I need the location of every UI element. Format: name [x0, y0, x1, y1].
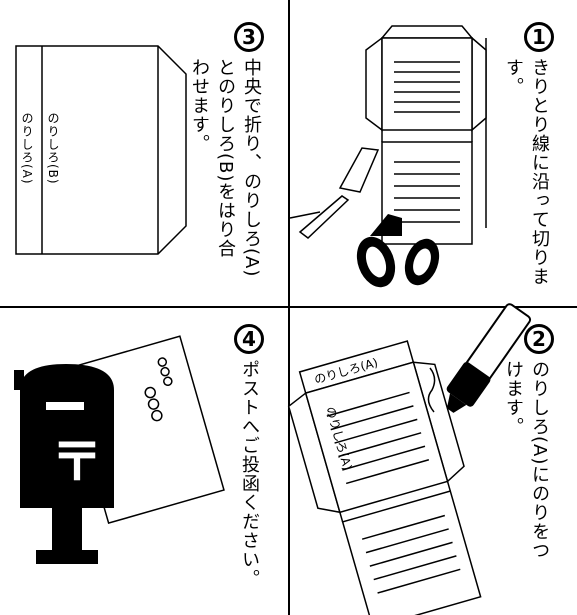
- step-1-line-2: す。: [503, 58, 524, 96]
- glue-label-b: のりしろ(B): [46, 112, 60, 185]
- step-3-number: 3: [234, 22, 264, 52]
- step-2-line-1: のりしろ(A)にのりをつ: [529, 360, 550, 561]
- step-3-panel: 3 中央で折り、のりしろ(A) とのりしろ(B)をはり合 わせます。 のりしろ(…: [0, 0, 288, 307]
- step-2-panel: 2 のりしろ(A)にのりをつ けます。 のりしろ(A): [287, 303, 577, 615]
- step-2-number: 2: [524, 324, 554, 354]
- step-4-number: 4: [234, 324, 264, 354]
- cutting-illustration: [289, 25, 487, 288]
- folded-card-illustration: [15, 45, 187, 255]
- step-4-panel: 4 ポストへご投函ください。 〒: [0, 308, 288, 615]
- step-1-line-1: きりとり線に沿って切りま: [529, 58, 550, 286]
- step-2-text: のりしろ(A)にのりをつ けます。: [500, 360, 552, 610]
- step-3-line-1: 中央で折り、のりしろ(A): [241, 58, 262, 278]
- gluing-illustration: のりしろ(A): [287, 303, 532, 615]
- step-1-panel: 1 きりとり線に沿って切りま す。: [289, 0, 577, 307]
- step-4-text: ポストへご投函ください。: [239, 360, 260, 588]
- glue-label-a: のりしろ(A): [20, 112, 34, 185]
- step-1-text: きりとり線に沿って切りま す。: [500, 58, 552, 298]
- mailbox-illustration: 〒: [14, 335, 225, 564]
- step-3-line-3: わせます。: [189, 58, 210, 153]
- post-mark: 〒: [51, 433, 103, 493]
- step-1-number: 1: [524, 22, 554, 52]
- grid-divider-horizontal: [0, 306, 577, 308]
- step-2-line-2: けます。: [503, 360, 524, 436]
- step-3-text: 中央で折り、のりしろ(A) とのりしろ(B)をはり合 わせます。: [186, 58, 264, 298]
- step-3-line-2: とのりしろ(B)をはり合: [215, 58, 236, 259]
